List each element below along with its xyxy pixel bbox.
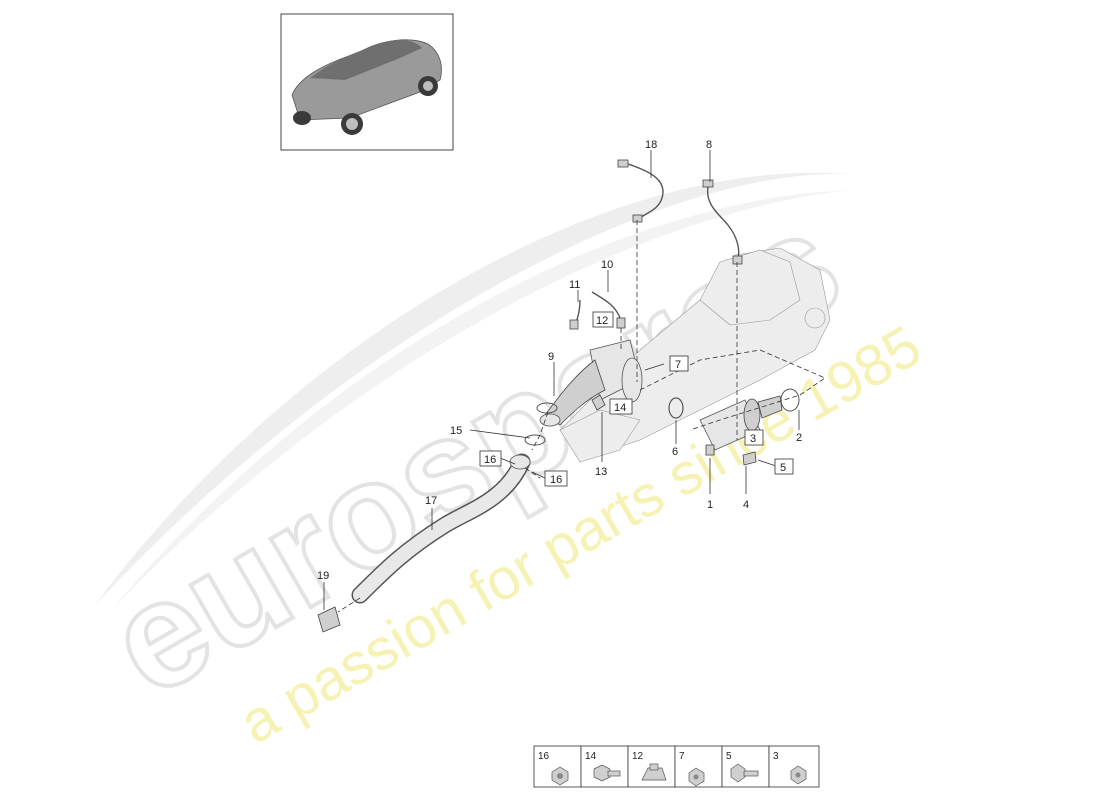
sensor-10-11 bbox=[569, 291, 626, 330]
clamp-6 bbox=[668, 397, 684, 419]
callout-19: 19 bbox=[317, 570, 329, 582]
legend-label-2: 14 bbox=[585, 751, 597, 762]
self-locking-nut-icon bbox=[790, 765, 807, 785]
oxygen-sensor-8 bbox=[702, 179, 743, 265]
gasket-upper bbox=[536, 402, 558, 414]
callout-5: 5 bbox=[780, 462, 786, 474]
callout-8: 8 bbox=[706, 139, 712, 151]
callout-6: 6 bbox=[672, 446, 678, 458]
vehicle-thumbnail bbox=[280, 13, 454, 151]
callout-15: 15 bbox=[450, 425, 462, 437]
bracket-19 bbox=[317, 606, 341, 633]
callout-16-upper: 16 bbox=[484, 454, 496, 466]
callout-18: 18 bbox=[645, 139, 657, 151]
callout-2: 2 bbox=[796, 432, 802, 444]
hex-bolt-icon bbox=[730, 763, 759, 783]
watermark: eurospares a passion for parts since 198… bbox=[80, 172, 932, 756]
clip-nut-icon bbox=[641, 763, 667, 781]
car-icon bbox=[291, 39, 442, 135]
callout-17: 17 bbox=[425, 495, 437, 507]
callout-1: 1 bbox=[707, 499, 713, 511]
callout-10: 10 bbox=[601, 259, 613, 271]
callout-4: 4 bbox=[743, 499, 749, 511]
callout-12: 12 bbox=[596, 315, 608, 327]
callout-7: 7 bbox=[675, 359, 681, 371]
fastener-legend: 16 14 12 7 5 3 bbox=[533, 745, 820, 788]
callout-14: 14 bbox=[614, 402, 626, 414]
callout-9: 9 bbox=[548, 351, 554, 363]
legend-label-5: 5 bbox=[726, 751, 732, 762]
front-exhaust-pipe bbox=[351, 453, 531, 604]
legend-label-3: 12 bbox=[632, 751, 644, 762]
nut-icon bbox=[551, 766, 569, 786]
flange-bolt-icon bbox=[593, 764, 621, 782]
leader-lines bbox=[323, 150, 800, 610]
callout-11: 11 bbox=[569, 279, 580, 291]
legend-label-1: 16 bbox=[538, 751, 550, 762]
callout-3: 3 bbox=[750, 433, 756, 445]
assembly-lines bbox=[337, 220, 826, 613]
clamp-13 bbox=[591, 394, 606, 411]
callout-16-lower: 16 bbox=[550, 474, 562, 486]
legend-label-4: 7 bbox=[679, 751, 685, 762]
callout-13: 13 bbox=[595, 466, 607, 478]
oxygen-sensor-18 bbox=[617, 159, 664, 223]
flange-nut-icon bbox=[688, 767, 705, 787]
legend-label-6: 3 bbox=[773, 751, 779, 762]
